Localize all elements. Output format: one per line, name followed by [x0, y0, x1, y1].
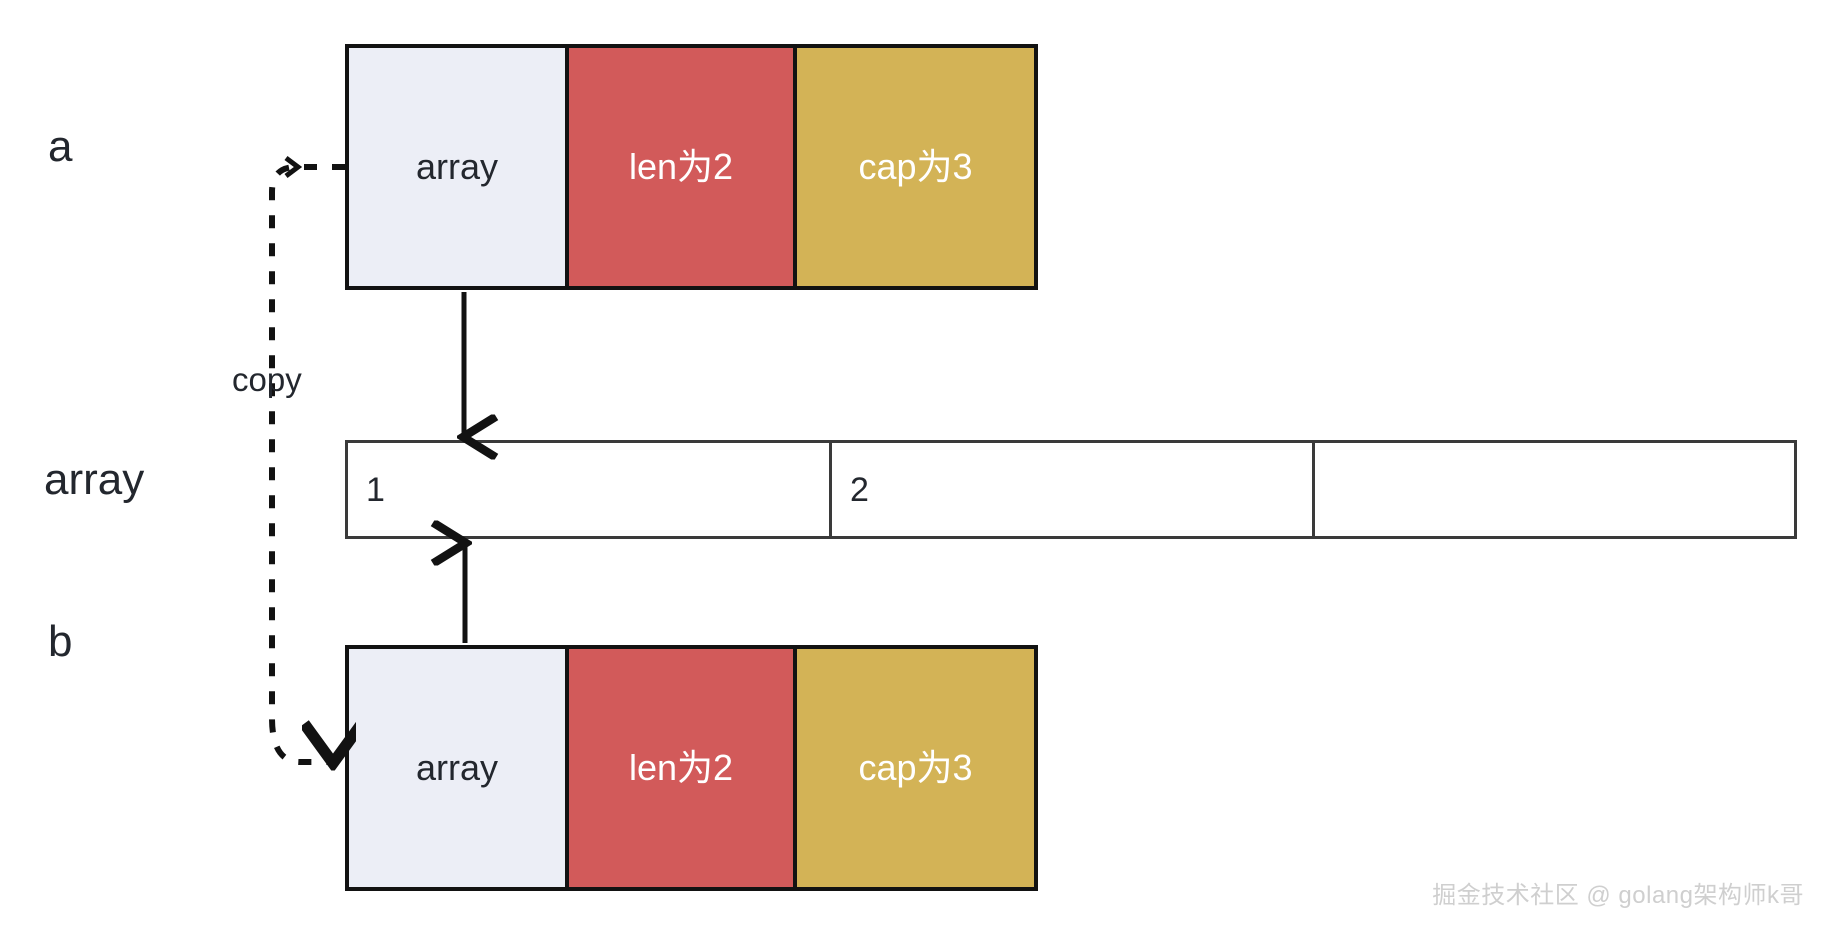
- row-label-array: array: [44, 455, 145, 504]
- dashed-edge-head-a: [284, 156, 303, 178]
- slice-header-a: array len为2 cap为3: [345, 44, 1038, 290]
- slice-a-array-segment: array: [349, 48, 565, 286]
- array-cell-1: 2: [832, 443, 1315, 536]
- slice-b-len-segment: len为2: [565, 649, 797, 887]
- array-cell-0: 1: [348, 443, 832, 536]
- array-cell-2: [1315, 443, 1794, 536]
- slice-header-b: array len为2 cap为3: [345, 645, 1038, 891]
- slice-b-cap-segment: cap为3: [797, 649, 1034, 887]
- watermark: 掘金技术社区 @ golang架构师k哥: [1432, 882, 1804, 909]
- slice-a-len-segment: len为2: [565, 48, 797, 286]
- slice-a-cap-segment: cap为3: [797, 48, 1034, 286]
- dashed-copy-edge: [269, 164, 345, 762]
- slice-b-array-segment: array: [349, 649, 565, 887]
- underlying-array-row: 1 2: [345, 440, 1797, 539]
- row-label-a: a: [48, 122, 73, 171]
- row-label-b: b: [48, 617, 73, 666]
- copy-edge-label: copy: [232, 361, 302, 398]
